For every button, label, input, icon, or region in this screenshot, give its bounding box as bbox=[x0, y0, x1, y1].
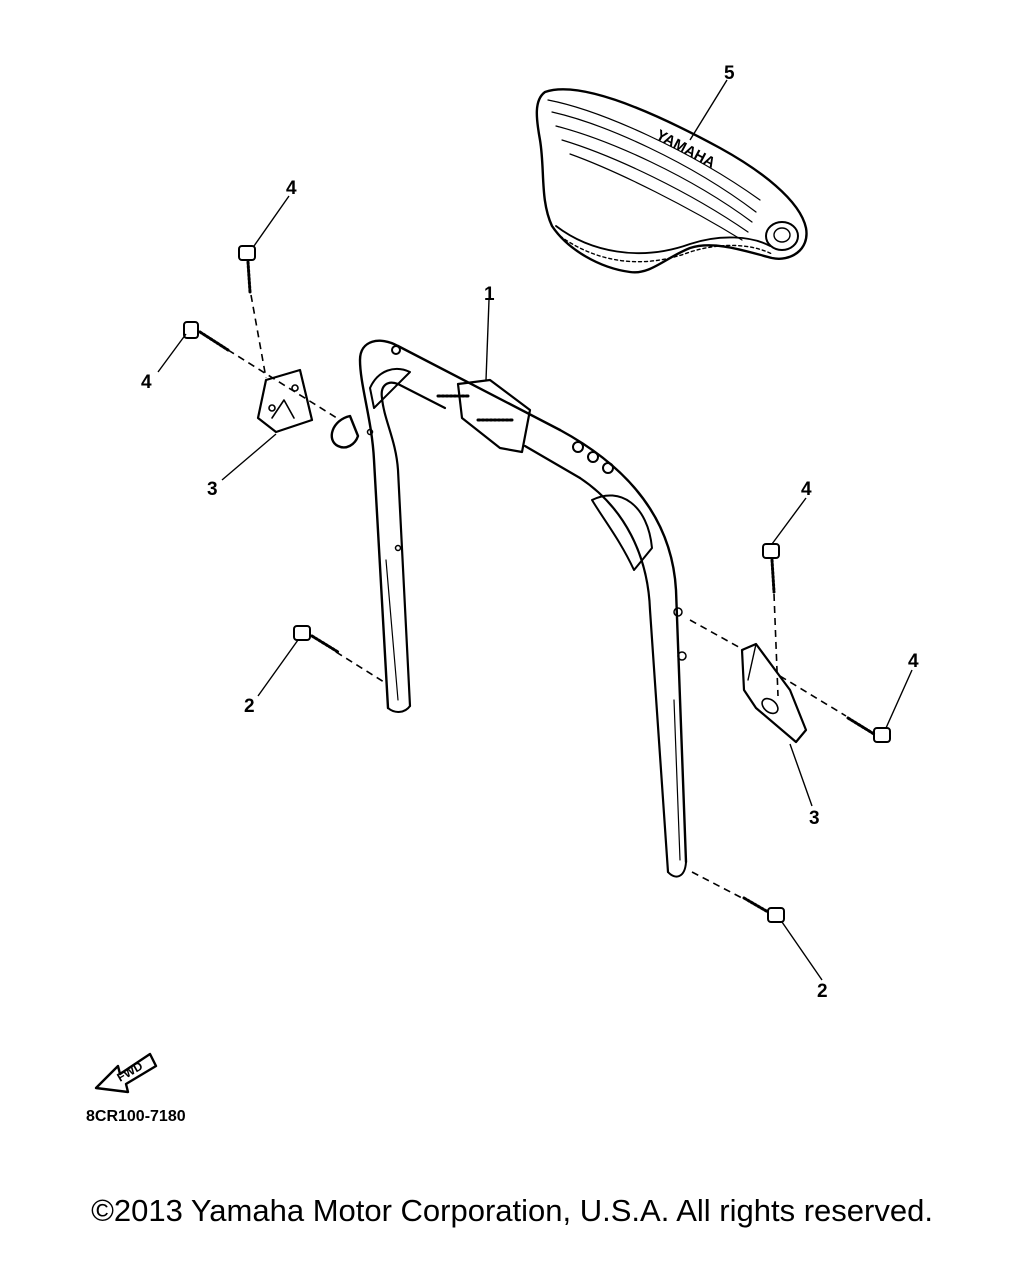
copyright-notice: ©2013 Yamaha Motor Corporation, U.S.A. A… bbox=[91, 1193, 933, 1228]
callout-4-left: 4 bbox=[141, 372, 152, 393]
callout-2-right: 2 bbox=[817, 981, 828, 1002]
bolt-4c bbox=[762, 543, 780, 594]
bracket-left bbox=[256, 368, 314, 434]
bolt-2b bbox=[742, 896, 785, 923]
d-ring bbox=[330, 414, 360, 449]
seat-logo: YAMAHA bbox=[653, 127, 718, 172]
seat-cushion: YAMAHA bbox=[535, 88, 808, 274]
leader-lines bbox=[157, 79, 913, 981]
bolt-4d bbox=[846, 716, 891, 743]
bolt-2a bbox=[293, 625, 340, 654]
fwd-arrow-icon: FWD bbox=[94, 1052, 158, 1094]
callout-4-top-left: 4 bbox=[286, 178, 297, 199]
bolt-4b bbox=[183, 321, 230, 352]
callout-5: 5 bbox=[724, 63, 735, 84]
callout-3-right: 3 bbox=[809, 808, 820, 829]
handle-pole bbox=[358, 339, 688, 878]
assembly-lines bbox=[227, 294, 847, 899]
callout-4-right: 4 bbox=[908, 651, 919, 672]
callout-4-right-top: 4 bbox=[801, 479, 812, 500]
part-code: 8CR100-7180 bbox=[86, 1108, 186, 1125]
callout-1: 1 bbox=[484, 284, 495, 305]
bolt-4a bbox=[238, 245, 256, 294]
callout-2-left: 2 bbox=[244, 696, 255, 717]
bracket-right bbox=[740, 642, 808, 744]
callout-3-left: 3 bbox=[207, 479, 218, 500]
